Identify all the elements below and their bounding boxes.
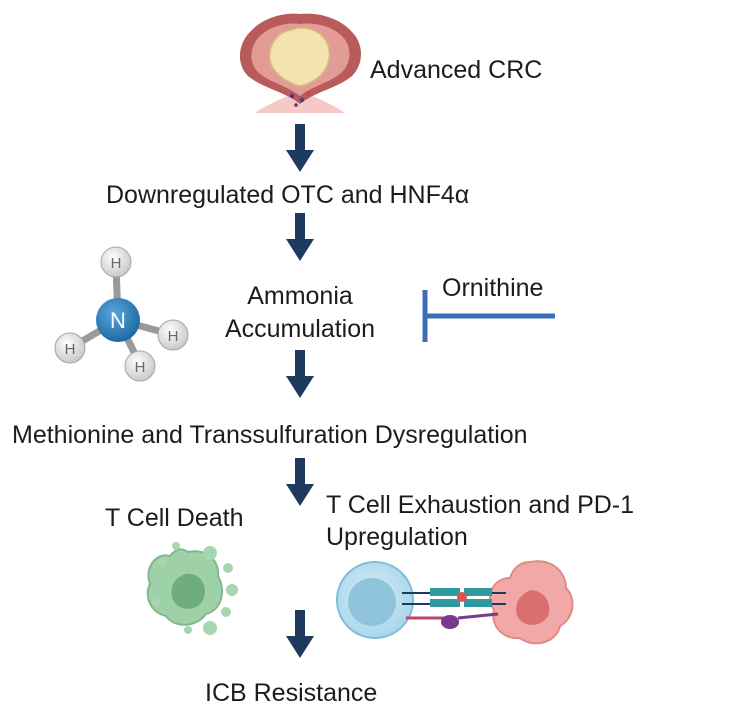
tumor-illustration	[239, 13, 361, 113]
hydrogen-atom-right	[157, 319, 189, 351]
checkpoint-ligand	[441, 615, 459, 629]
pd-1-receptor	[430, 588, 460, 596]
exhaustion-label-line2: Upregulation	[326, 523, 468, 551]
icb-resistance-label: ICB Resistance	[205, 679, 378, 707]
ornithine-label: Ornithine	[442, 274, 544, 302]
ammonia-label-line1: Ammonia	[247, 282, 353, 310]
hydrogen-label-top: H	[111, 255, 122, 272]
arrow-1	[286, 124, 314, 172]
arrow-3	[286, 350, 314, 398]
hydrogen-label-bottom: H	[135, 359, 146, 376]
tumor-core	[269, 27, 331, 87]
hydrogen-atom-top	[100, 246, 132, 278]
t-cell-tumor-interaction	[336, 560, 574, 645]
hydrogen-atom-left	[54, 332, 86, 364]
arrow-2	[286, 213, 314, 261]
advanced-crc-label: Advanced CRC	[370, 56, 543, 84]
ammonia-label-line2: Accumulation	[224, 315, 376, 343]
hydrogen-label-right: H	[168, 328, 179, 345]
methionine-label: Methionine and Transsulfuration Dysregul…	[12, 421, 528, 449]
tumor-cell-nucleus	[516, 590, 550, 625]
ammonia-molecule: H H H H N	[54, 246, 189, 382]
ornithine-inhibition	[422, 290, 555, 342]
otc-hnf4a-label: Downregulated OTC and HNF4α	[106, 181, 470, 209]
arrow-4	[286, 458, 314, 506]
nitrogen-atom	[96, 298, 140, 342]
dead-cell-nucleus	[171, 573, 206, 609]
nitrogen-label: N	[110, 308, 126, 333]
hydrogen-label-left: H	[65, 341, 76, 358]
exhaustion-label-line1: T Cell Exhaustion and PD-1	[326, 491, 635, 519]
t-cell-nucleus	[348, 578, 396, 626]
hydrogen-atom-bottom	[124, 350, 156, 382]
dead-t-cell-illustration	[146, 542, 238, 635]
arrow-5	[286, 610, 314, 658]
t-cell-death-label: T Cell Death	[105, 504, 244, 532]
flow-arrows	[286, 124, 314, 658]
pd-l1-ligand	[464, 588, 492, 596]
